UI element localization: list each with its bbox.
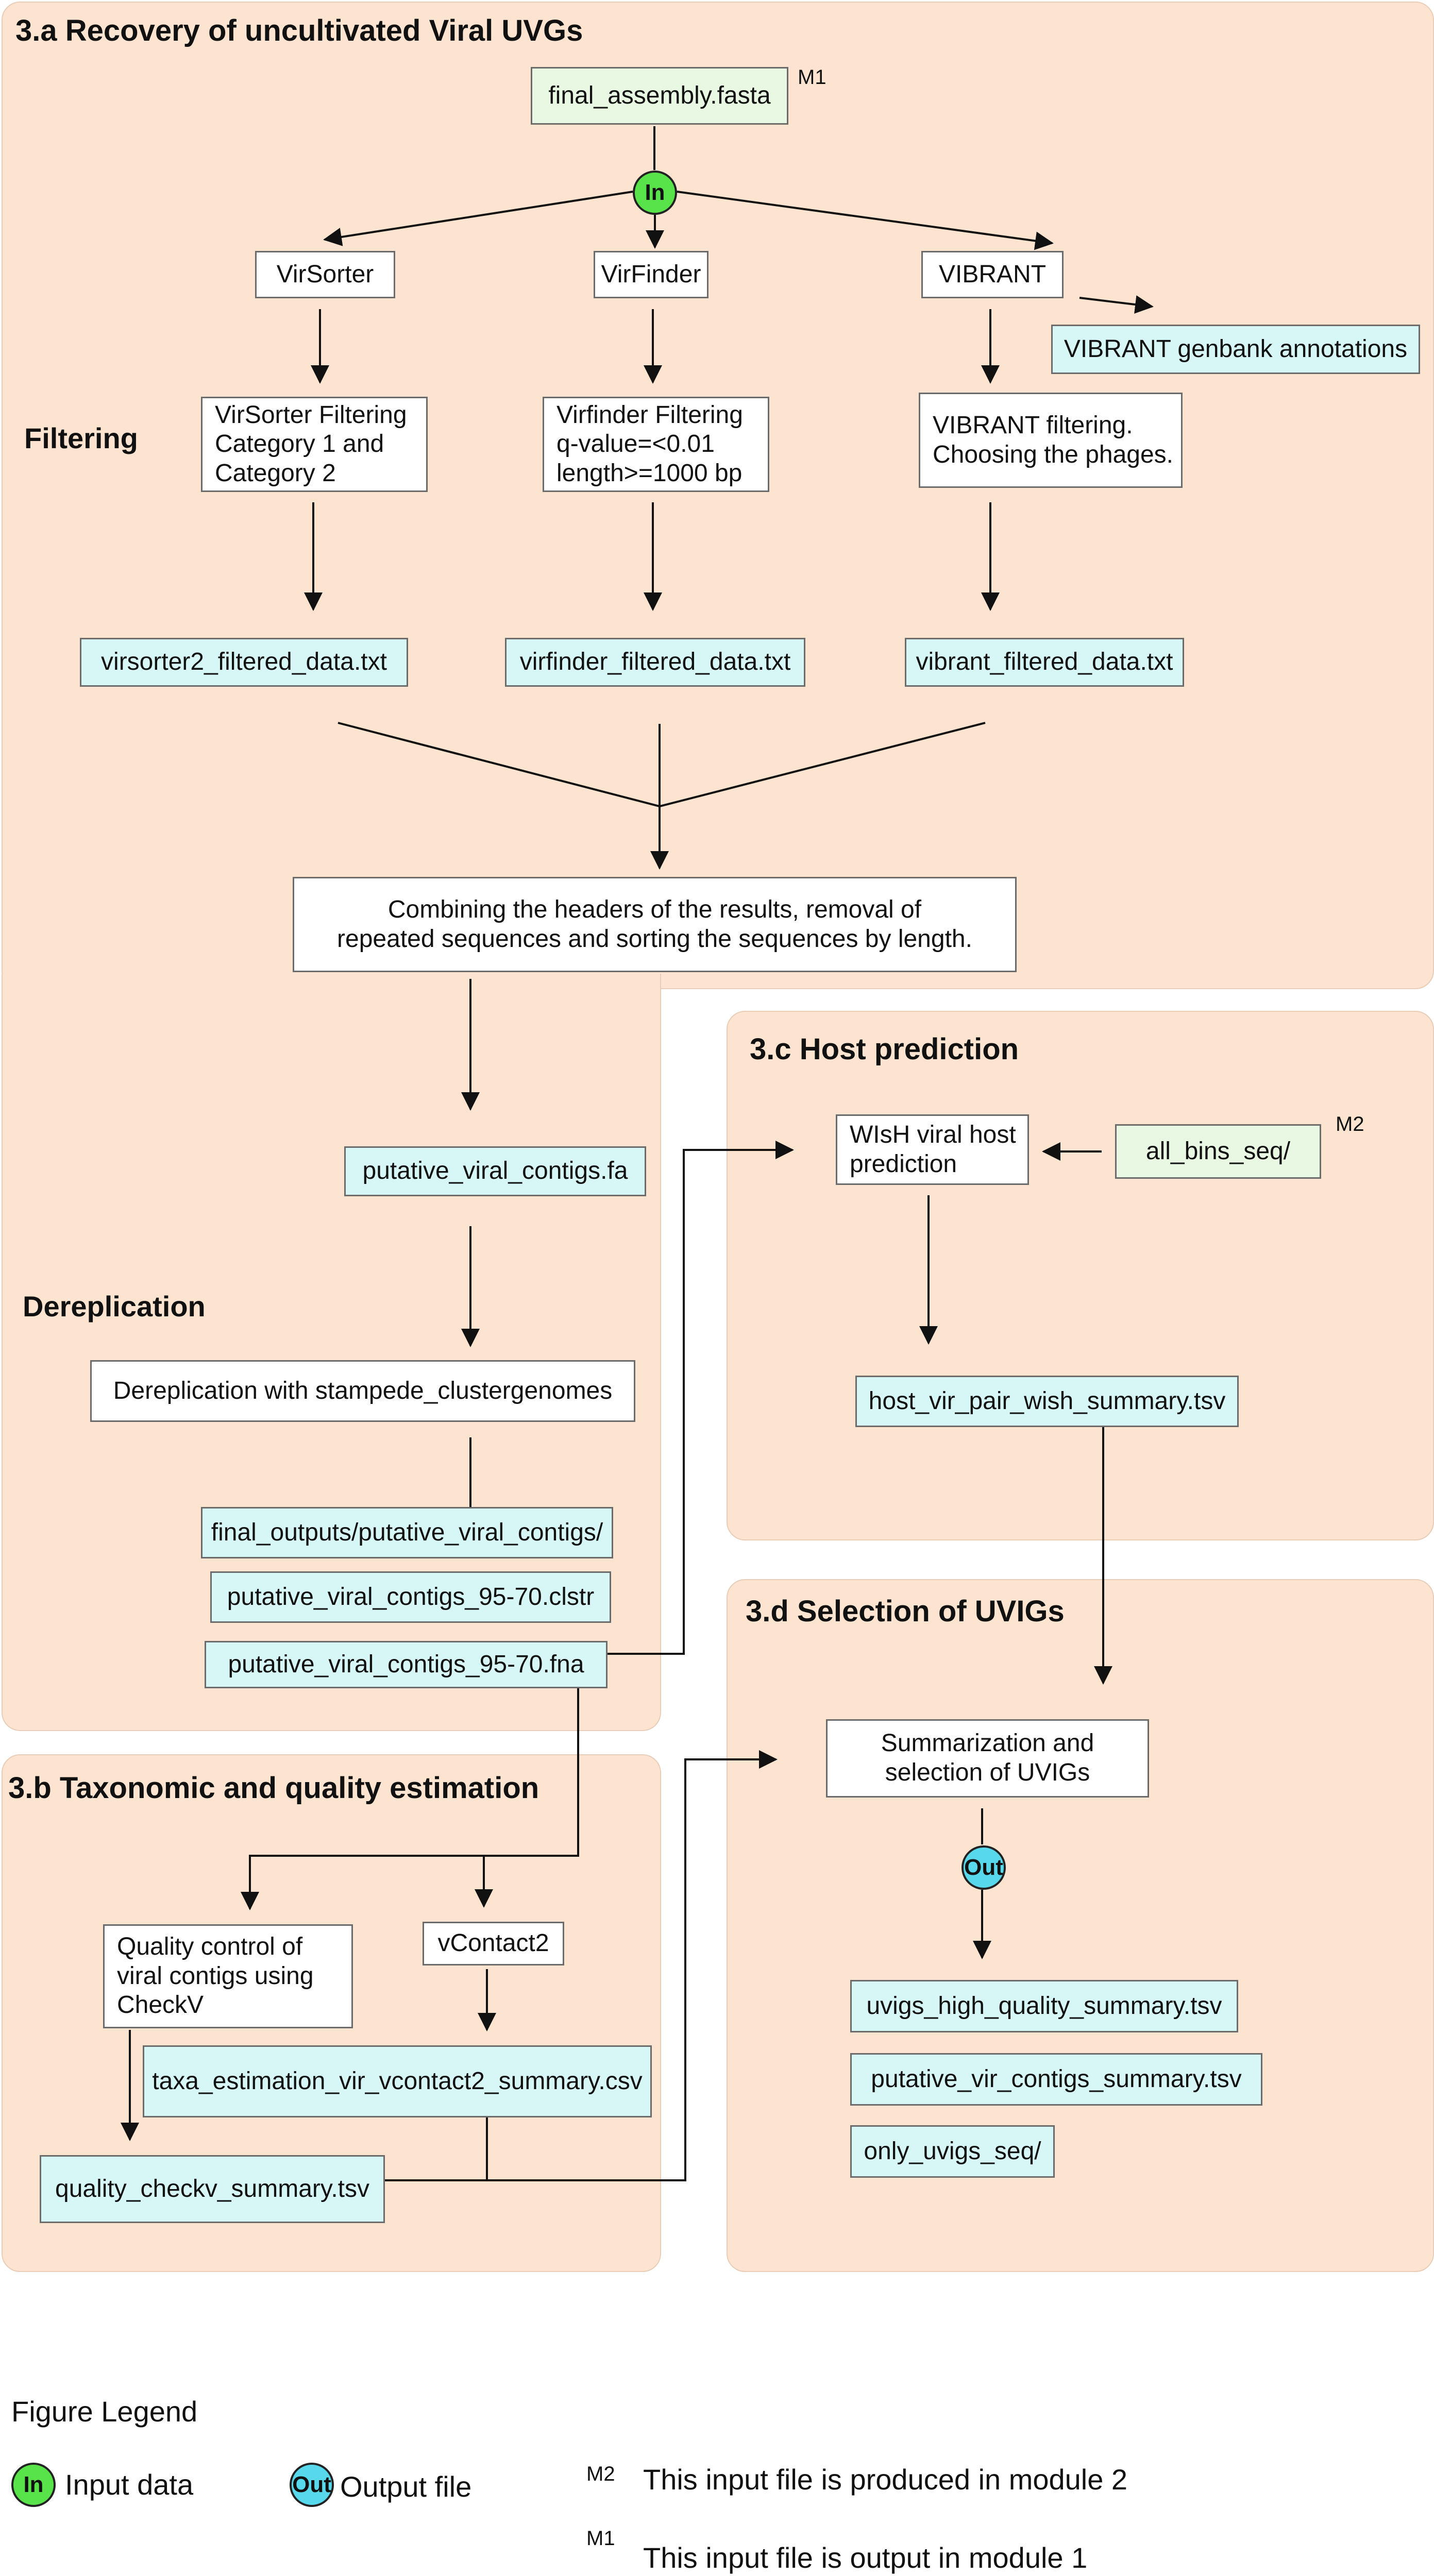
node-putative-summary: putative_vir_contigs_summary.tsv	[850, 2053, 1262, 2106]
legend-title: Figure Legend	[11, 2395, 198, 2428]
legend-m2-text: This input file is produced in module 2	[643, 2463, 1128, 2496]
node-vibrant-genbank: VIBRANT genbank annotations	[1051, 325, 1420, 374]
node-putative-fa: putative_viral_contigs.fa	[344, 1146, 646, 1196]
node-text-line: Choosing the phages.	[933, 440, 1174, 468]
node-virfinder-out: virfinder_filtered_data.txt	[505, 638, 805, 687]
output-marker-circle: Out	[961, 1845, 1006, 1890]
legend-output-icon: Out	[290, 2463, 334, 2507]
node-virsorter-out: virsorter2_filtered_data.txt	[80, 638, 408, 687]
node-text-line: Category 2	[215, 459, 336, 487]
node-vibrant-out: vibrant_filtered_data.txt	[905, 638, 1184, 687]
node-final-outputs: final_outputs/putative_viral_contigs/	[201, 1507, 613, 1558]
node-text-line: prediction	[850, 1150, 957, 1178]
panel-title-a: 3.a Recovery of uncultivated Viral UVGs	[15, 14, 583, 47]
node-virsorter: VirSorter	[255, 251, 395, 298]
node-text-line: CheckV	[117, 1991, 204, 2019]
node-text: Combining the headers of the results, re…	[337, 895, 972, 954]
node-text-line: Virfinder Filtering	[556, 401, 743, 429]
node-final-assembly: final_assembly.fasta	[531, 67, 788, 125]
node-text-line: viral contigs using	[117, 1962, 314, 1990]
node-vcontact: vContact2	[423, 1922, 564, 1965]
node-combine: Combining the headers of the results, re…	[293, 877, 1017, 972]
node-taxa: taxa_estimation_vir_vcontact2_summary.cs…	[143, 2045, 652, 2117]
node-quality: quality_checkv_summary.tsv	[40, 2155, 385, 2223]
node-derep: Dereplication with stampede_clustergenom…	[90, 1360, 635, 1422]
legend-m2-marker: M2	[586, 2463, 615, 2485]
section-filtering: Filtering	[24, 422, 138, 454]
node-all-bins: all_bins_seq/	[1115, 1124, 1321, 1179]
marker-m2: M2	[1336, 1113, 1364, 1136]
node-virfinder: VirFinder	[594, 251, 708, 298]
panel-recovery	[2, 2, 1434, 989]
node-clstr: putative_viral_contigs_95-70.clstr	[210, 1571, 611, 1623]
node-text-line: length>=1000 bp	[556, 459, 743, 487]
marker-m1: M1	[798, 66, 826, 89]
node-only-uvigs: only_uvigs_seq/	[850, 2125, 1055, 2178]
node-text-line: repeated sequences and sorting the seque…	[337, 925, 972, 953]
node-fna: putative_viral_contigs_95-70.fna	[205, 1641, 608, 1688]
panel-selection	[727, 1579, 1434, 2272]
node-text-line: VirSorter Filtering	[215, 401, 407, 429]
node-uvigs-hq: uvigs_high_quality_summary.tsv	[850, 1980, 1238, 2032]
node-text-line: Category 1 and	[215, 430, 384, 458]
node-text-line: q-value=<0.01	[556, 430, 715, 458]
panel-title-d: 3.d Selection of UVIGs	[746, 1595, 1065, 1628]
node-text: VIBRANT filtering.Choosing the phages.	[933, 411, 1173, 469]
legend-output-label: Output file	[340, 2470, 472, 2503]
legend-input-icon: In	[11, 2463, 56, 2507]
node-host-summary: host_vir_pair_wish_summary.tsv	[855, 1376, 1239, 1427]
panel-host	[727, 1011, 1434, 1540]
node-text-line: Combining the headers of the results, re…	[387, 895, 922, 923]
input-marker-circle: In	[633, 171, 677, 215]
legend-m1-text: This input file is output in module 1	[643, 2541, 1088, 2574]
node-text-line: WIsH viral host	[850, 1121, 1016, 1148]
section-dereplication: Dereplication	[23, 1290, 206, 1323]
legend-input-label: Input data	[65, 2468, 194, 2501]
node-text-line: Quality control of	[117, 1933, 303, 1961]
node-vibrant-filter: VIBRANT filtering.Choosing the phages.	[919, 393, 1183, 488]
panel-title-b: 3.b Taxonomic and quality estimation	[8, 1771, 539, 1805]
panel-title-c: 3.c Host prediction	[750, 1032, 1019, 1066]
node-text-line: selection of UVIGs	[885, 1759, 1090, 1786]
node-vibrant: VIBRANT	[921, 251, 1064, 298]
legend-m1-marker: M1	[586, 2527, 615, 2550]
node-text-line: Summarization and	[881, 1730, 1094, 1757]
node-text-line: VIBRANT filtering.	[933, 411, 1133, 439]
